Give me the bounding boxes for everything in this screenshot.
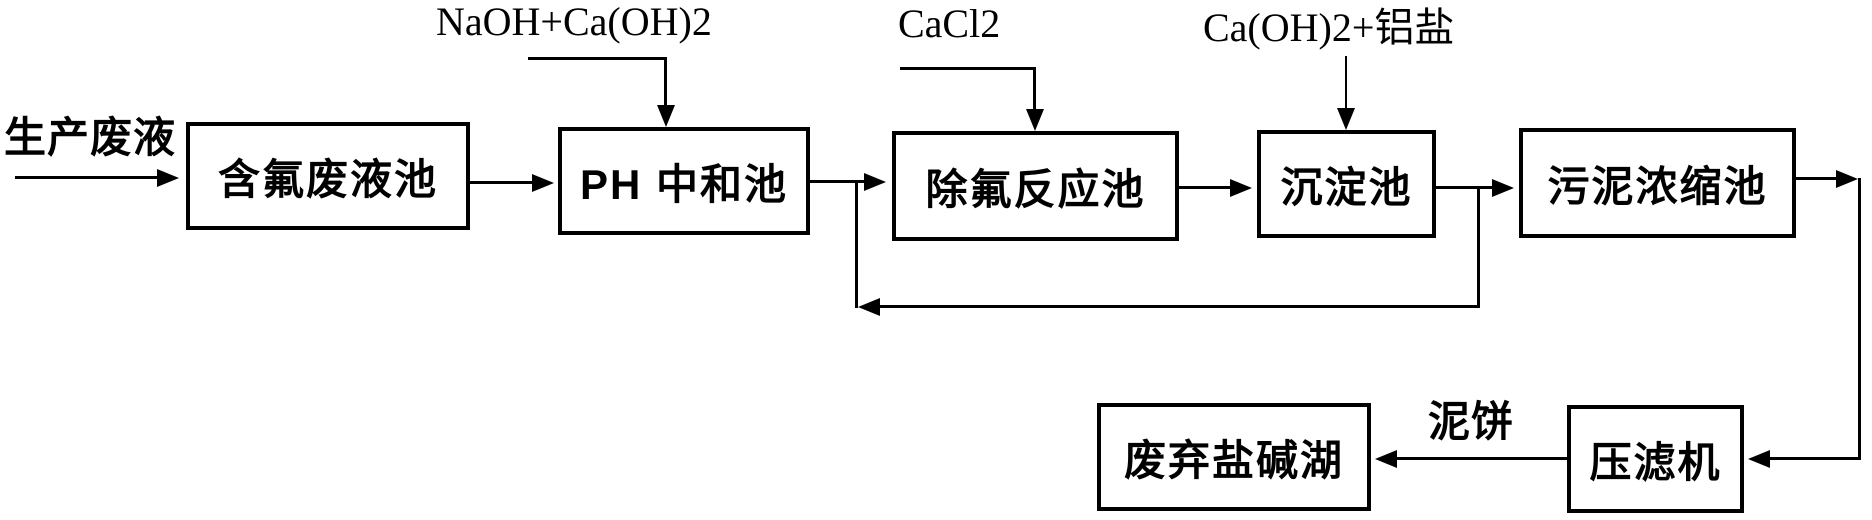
recycle-return-line — [878, 305, 1480, 308]
node-sedimentation-pool: 沉淀池 — [1257, 130, 1436, 238]
flow-line-into-filter-press — [1768, 457, 1861, 460]
input-caoh2-vline — [1345, 56, 1347, 108]
arrow-down-icon — [1026, 109, 1044, 131]
flow-line-mud-cake — [1395, 457, 1567, 460]
arrow-down-icon — [1337, 108, 1355, 130]
arrow-right-icon — [1230, 179, 1252, 197]
arrow-right-icon — [1492, 179, 1514, 197]
node-ph-neutralization-pool-label: PH 中和池 — [579, 160, 788, 208]
input-naoh-hline — [528, 57, 667, 60]
node-sludge-thickening-pool: 污泥浓缩池 — [1519, 128, 1796, 238]
arrow-right-icon — [532, 174, 554, 192]
arrow-right-icon — [157, 169, 179, 187]
flow-line-1-2 — [470, 181, 532, 184]
node-filter-press: 压滤机 — [1567, 405, 1744, 513]
flow-line-4-5 — [1436, 186, 1492, 189]
node-filter-press-label: 压滤机 — [1589, 438, 1722, 486]
arrow-right-icon — [1836, 170, 1858, 188]
node-abandoned-salt-alkali-lake-label: 废弃盐碱湖 — [1123, 436, 1344, 484]
node-sludge-thickening-pool-label: 污泥浓缩池 — [1547, 162, 1768, 210]
input-cacl2-vline — [1033, 67, 1036, 109]
flow-line-5-out — [1796, 177, 1836, 180]
input-cacl2-hline — [900, 67, 1036, 70]
arrow-left-icon — [858, 298, 880, 316]
recycle-drop-line — [1477, 189, 1480, 308]
flow-line-2-3 — [810, 180, 864, 183]
label-mud-cake: 泥饼 — [1428, 398, 1515, 445]
node-fluoride-waste-pool-label: 含氟废液池 — [217, 155, 438, 203]
recycle-riser-line — [855, 183, 858, 308]
node-defluorination-reaction-pool-label: 除氟反应池 — [925, 165, 1146, 213]
arrow-left-icon — [1748, 450, 1770, 468]
node-fluoride-waste-pool: 含氟废液池 — [186, 122, 470, 230]
flow-line-right-drop — [1858, 178, 1861, 460]
label-caoh2-aluminum-salt: Ca(OH)2+铝盐 — [1203, 5, 1455, 50]
label-naoh-caoh2: NaOH+Ca(OH)2 — [436, 0, 712, 44]
flow-line-inlet — [15, 176, 157, 179]
label-production-waste-liquid: 生产废液 — [4, 114, 177, 161]
node-ph-neutralization-pool: PH 中和池 — [558, 127, 810, 235]
arrow-down-icon — [657, 105, 675, 127]
arrow-right-icon — [864, 173, 886, 191]
node-defluorination-reaction-pool: 除氟反应池 — [892, 131, 1179, 241]
flow-line-3-4 — [1179, 186, 1230, 189]
label-cacl2: CaCl2 — [898, 1, 1001, 46]
node-sedimentation-pool-label: 沉淀池 — [1280, 163, 1413, 211]
input-naoh-vline — [664, 57, 667, 105]
arrow-left-icon — [1375, 450, 1397, 468]
node-abandoned-salt-alkali-lake: 废弃盐碱湖 — [1097, 403, 1371, 511]
